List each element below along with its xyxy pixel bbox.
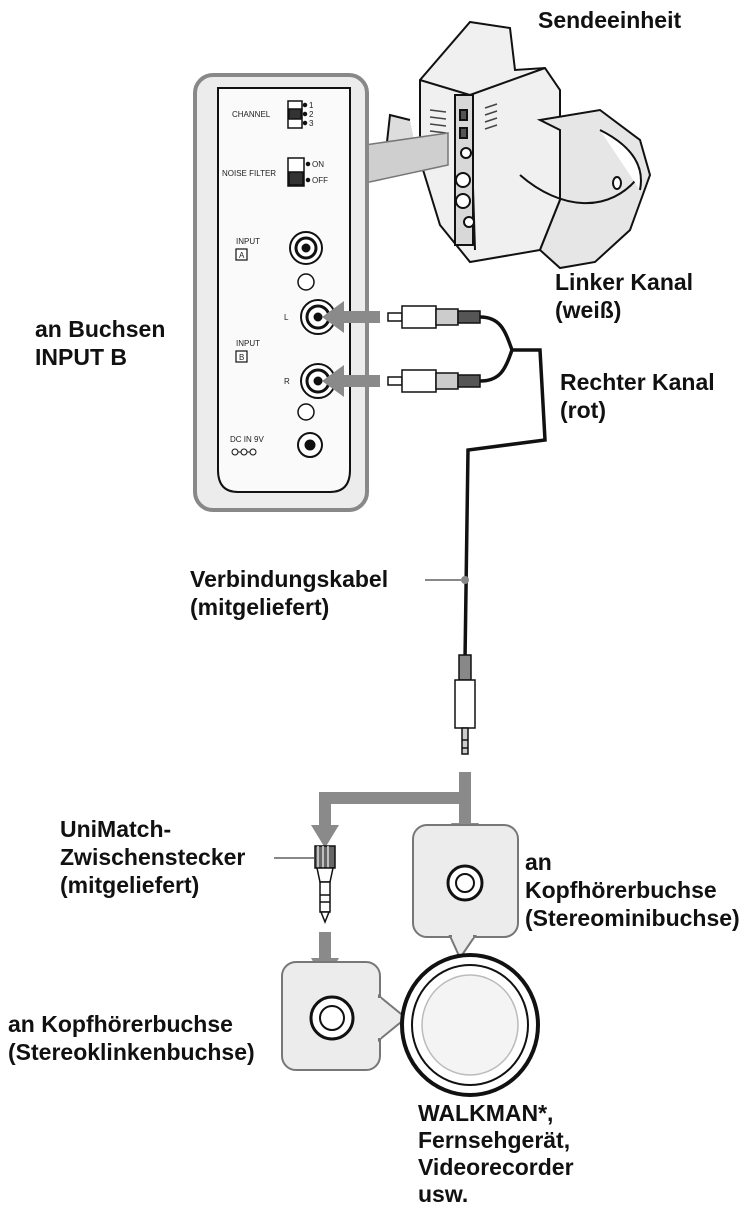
channel-position-2: 2 (309, 110, 314, 119)
channel-switch (287, 100, 308, 129)
dc-in-jack (297, 432, 323, 458)
left-channel-label: Linker Kanal (weiß) (555, 269, 694, 323)
channel-label: CHANNEL (232, 110, 271, 119)
rca-plug-left (387, 305, 481, 329)
input-b-icon (235, 350, 248, 363)
input-b-label: INPUT (236, 339, 260, 348)
cable-label: Verbindungskabel (mitgeliefert) (190, 566, 389, 620)
input-l-jack (300, 299, 336, 335)
noise-filter-on: ON (312, 160, 324, 169)
input-a-label: INPUT (236, 237, 260, 246)
unimatch-adapter (314, 845, 336, 925)
input-b-connection-label: an Buchsen INPUT B (35, 316, 166, 370)
branch-arrows (311, 772, 479, 848)
channel-position-3: 3 (309, 119, 314, 128)
stereo-jack-label: an Kopfhörerbuchse (Stereoklinkenbuchse) (8, 1011, 255, 1065)
noise-filter-switch (287, 157, 311, 187)
mini-plug (454, 654, 476, 755)
unimatch-label: UniMatch- Zwischenstecker (mitgeliefert) (60, 816, 246, 898)
dc-in-label: DC IN 9V (230, 435, 264, 444)
input-b-letter: B (239, 353, 244, 362)
stereo-mini-jack-label: an Kopfhörerbuchse (Stereominibuchse) (525, 849, 740, 931)
back-panel (193, 73, 369, 512)
arrow-into-l (322, 301, 380, 333)
devices-label: WALKMAN*, Fernsehgerät, Videorecorder us… (418, 1100, 574, 1207)
panel-led-1 (297, 273, 315, 291)
cable-label-dot (461, 576, 469, 584)
stereo-jack-callout (281, 961, 408, 1071)
input-a-icon (235, 248, 248, 261)
right-channel-label: Rechter Kanal (rot) (560, 369, 715, 423)
panel-led-2 (297, 403, 315, 421)
channel-position-1: 1 (309, 101, 314, 110)
arrow-into-r (322, 365, 380, 397)
noise-filter-label: NOISE FILTER (222, 169, 276, 178)
dc-polarity-icon (231, 448, 257, 456)
connection-cable (463, 315, 547, 661)
walkman-device (400, 953, 540, 1097)
input-a-jack (289, 231, 323, 265)
transmitter-label: Sendeeinheit (538, 7, 682, 33)
input-a-letter: A (239, 251, 245, 260)
rca-plug-right (387, 369, 481, 393)
input-l-label: L (284, 313, 289, 322)
input-r-label: R (284, 377, 290, 386)
noise-filter-off: OFF (312, 176, 328, 185)
stereo-mini-jack-callout (412, 824, 519, 961)
